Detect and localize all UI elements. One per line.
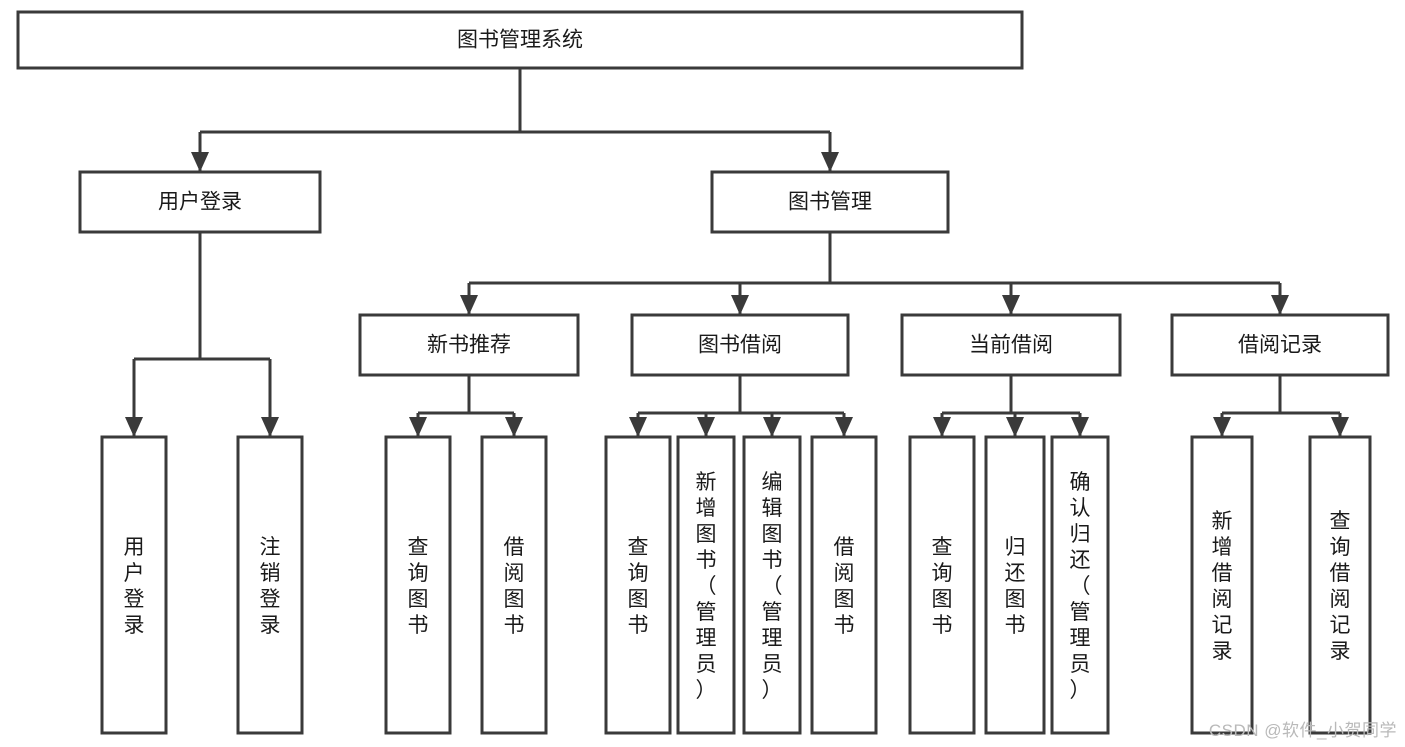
arrowhead xyxy=(697,417,715,437)
arrowhead xyxy=(1331,417,1349,437)
arrowhead xyxy=(1002,295,1020,315)
node-label: 借阅图书 xyxy=(504,536,525,637)
node-n-current[interactable]: 当前借阅 xyxy=(900,313,1122,377)
connector-layer xyxy=(125,68,1349,437)
edge-group-n-book-mgmt xyxy=(460,232,1289,315)
arrowhead xyxy=(1271,295,1289,315)
node-layer: 图书管理系统用户登录图书管理新书推荐图书借阅当前借阅借阅记录用户登录注销登录查询… xyxy=(16,10,1390,735)
node-box xyxy=(676,435,736,735)
arrowhead xyxy=(731,295,749,315)
arrowhead xyxy=(1213,417,1231,437)
node-l-user-logout[interactable]: 注销登录 xyxy=(236,435,304,735)
node-label: 编辑图书（管理员） xyxy=(762,471,783,702)
node-label: 查询图书 xyxy=(932,536,953,637)
node-l-bor-take[interactable]: 借阅图书 xyxy=(810,435,878,735)
node-label: 新书推荐 xyxy=(427,334,511,357)
arrowhead xyxy=(629,417,647,437)
edge-group-n-records xyxy=(1213,375,1349,437)
node-n-book-mgmt[interactable]: 图书管理 xyxy=(710,170,950,234)
node-l-cur-confirm[interactable]: 确认归还（管理员） xyxy=(1050,435,1110,735)
node-label: 当前借阅 xyxy=(969,334,1053,357)
arrowhead xyxy=(261,417,279,437)
node-box xyxy=(100,435,168,735)
arrowhead xyxy=(1006,417,1024,437)
node-box xyxy=(1190,435,1254,735)
edge-group-root xyxy=(191,68,839,172)
node-box xyxy=(236,435,304,735)
node-label: 新增图书（管理员） xyxy=(696,471,717,702)
node-label: 确认归还（管理员） xyxy=(1070,471,1091,702)
node-label: 用户登录 xyxy=(124,536,145,637)
edge-group-n-user-login xyxy=(125,232,279,437)
arrowhead xyxy=(763,417,781,437)
node-l-user-login[interactable]: 用户登录 xyxy=(100,435,168,735)
node-box xyxy=(480,435,548,735)
node-box xyxy=(810,435,878,735)
node-label: 借阅记录 xyxy=(1238,334,1322,357)
edge-group-n-current xyxy=(933,375,1089,437)
edge-group-n-borrow xyxy=(629,375,853,437)
node-l-rec-add[interactable]: 新增借阅记录 xyxy=(1190,435,1254,735)
node-l-cur-return[interactable]: 归还图书 xyxy=(984,435,1046,735)
node-label: 查询图书 xyxy=(408,536,429,637)
arrowhead xyxy=(409,417,427,437)
node-l-rec-search[interactable]: 查询借阅记录 xyxy=(1308,435,1372,735)
node-box xyxy=(16,10,1024,70)
arrowhead xyxy=(1071,417,1089,437)
node-l-rec-borrow[interactable]: 借阅图书 xyxy=(480,435,548,735)
node-l-bor-edit[interactable]: 编辑图书（管理员） xyxy=(742,435,802,735)
arrowhead xyxy=(460,295,478,315)
node-label: 新增借阅记录 xyxy=(1212,510,1233,663)
node-box xyxy=(1050,435,1110,735)
arrowhead xyxy=(125,417,143,437)
node-n-user-login[interactable]: 用户登录 xyxy=(78,170,322,234)
node-root[interactable]: 图书管理系统 xyxy=(16,10,1024,70)
arrowhead xyxy=(505,417,523,437)
node-box xyxy=(908,435,976,735)
arrowhead xyxy=(933,417,951,437)
node-n-borrow[interactable]: 图书借阅 xyxy=(630,313,850,377)
node-box xyxy=(742,435,802,735)
node-label: 查询借阅记录 xyxy=(1330,510,1351,663)
node-l-bor-query[interactable]: 查询图书 xyxy=(604,435,672,735)
node-box xyxy=(384,435,452,735)
node-l-cur-query[interactable]: 查询图书 xyxy=(908,435,976,735)
node-label: 归还图书 xyxy=(1005,536,1026,637)
node-label: 图书借阅 xyxy=(698,334,782,357)
node-box xyxy=(900,313,1122,377)
node-n-records[interactable]: 借阅记录 xyxy=(1170,313,1390,377)
node-box xyxy=(984,435,1046,735)
node-box xyxy=(358,313,580,377)
node-l-bor-add[interactable]: 新增图书（管理员） xyxy=(676,435,736,735)
edge-group-n-new-rec xyxy=(409,375,523,437)
node-label: 借阅图书 xyxy=(834,536,855,637)
node-box xyxy=(604,435,672,735)
node-box xyxy=(78,170,322,234)
node-label: 图书管理系统 xyxy=(457,29,583,52)
node-l-rec-query[interactable]: 查询图书 xyxy=(384,435,452,735)
node-label: 注销登录 xyxy=(260,536,281,637)
arrowhead xyxy=(821,152,839,172)
arrowhead xyxy=(835,417,853,437)
arrowhead xyxy=(191,152,209,172)
node-box xyxy=(1170,313,1390,377)
node-label: 查询图书 xyxy=(628,536,649,637)
node-box xyxy=(630,313,850,377)
node-box xyxy=(1308,435,1372,735)
node-box xyxy=(710,170,950,234)
node-n-new-rec[interactable]: 新书推荐 xyxy=(358,313,580,377)
node-label: 用户登录 xyxy=(158,191,242,214)
node-label: 图书管理 xyxy=(788,191,872,214)
